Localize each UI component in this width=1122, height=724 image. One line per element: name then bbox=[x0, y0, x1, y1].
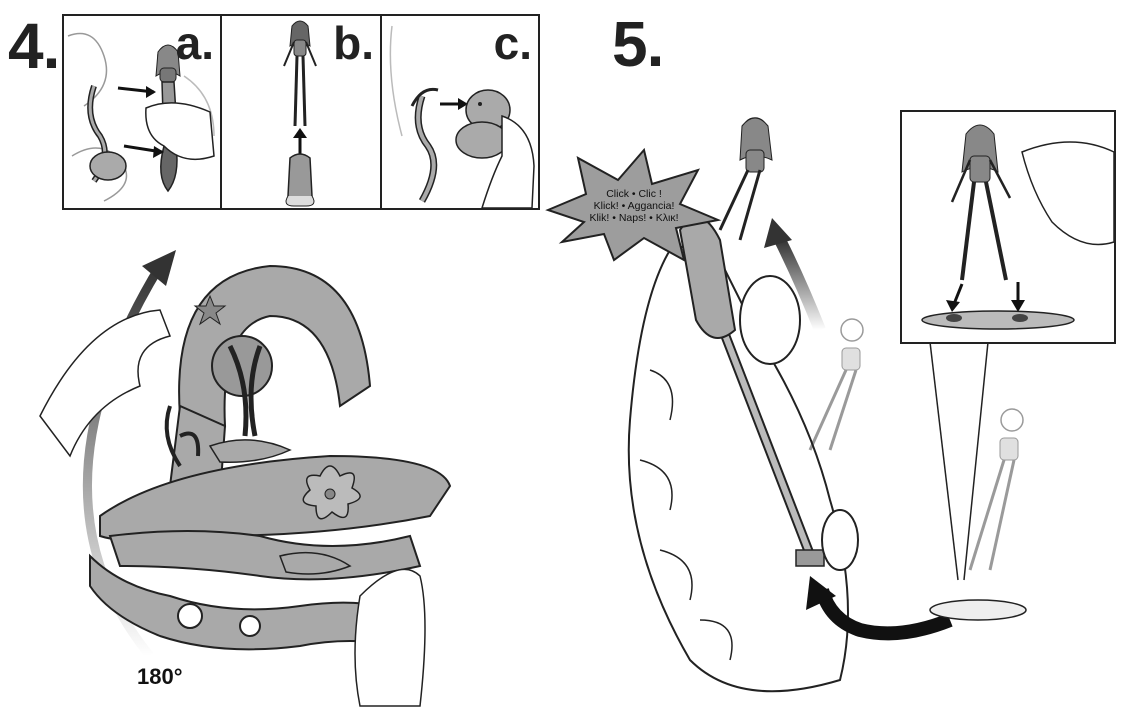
sub-steps-frame: a. b. bbox=[62, 14, 540, 210]
panel-c-letter: c. bbox=[494, 20, 532, 66]
click-burst-text: Click • Clic ! Klick! • Aggancia! Klik! … bbox=[586, 188, 682, 224]
step-4-number: 4. bbox=[8, 14, 59, 78]
inset-detail-frame bbox=[900, 110, 1116, 344]
inset-doll-on-board bbox=[902, 112, 1114, 342]
rotation-label: 180° bbox=[137, 664, 183, 690]
click-burst-line-3: Klik! • Naps! • Κλικ! bbox=[586, 212, 682, 224]
panel-a: a. bbox=[64, 16, 220, 208]
panel-b: b. bbox=[222, 16, 380, 208]
panel-a-letter: a. bbox=[176, 20, 214, 66]
panel-b-letter: b. bbox=[333, 20, 374, 66]
click-burst-line-1: Click • Clic ! bbox=[586, 188, 682, 200]
click-burst-line-2: Klick! • Aggancia! bbox=[586, 200, 682, 212]
step-5-number: 5. bbox=[612, 12, 663, 76]
playset-rotate-illustration bbox=[30, 236, 500, 716]
panel-c: c. bbox=[382, 16, 538, 208]
